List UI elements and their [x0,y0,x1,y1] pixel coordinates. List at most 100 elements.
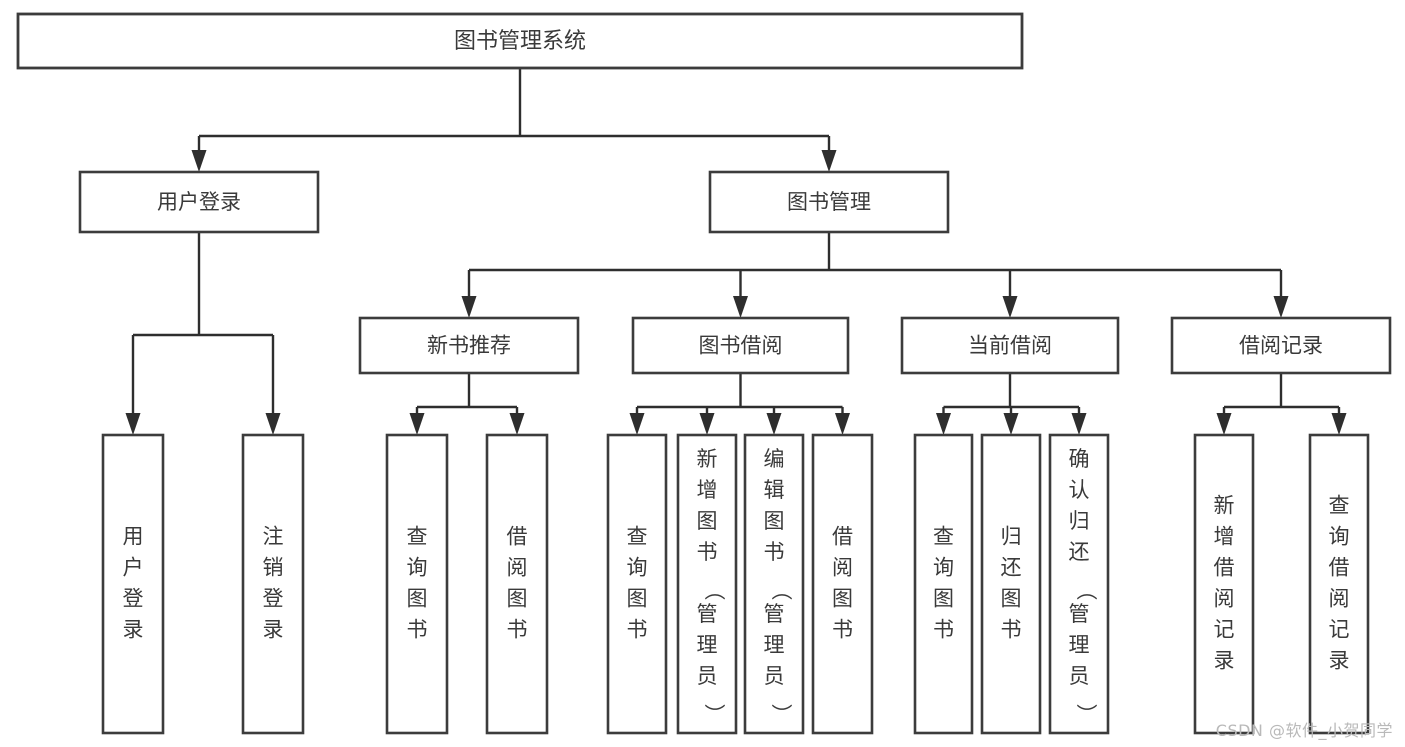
connector-arrowhead [1216,413,1232,435]
svg-text:管: 管 [697,602,718,626]
svg-text:管: 管 [1069,602,1090,626]
svg-text:书: 书 [832,618,853,642]
svg-text:图: 图 [832,587,853,611]
connector-arrowhead [1273,296,1289,318]
svg-text:员: 员 [764,664,785,688]
svg-text:书: 书 [933,618,954,642]
svg-text:图: 图 [407,587,428,611]
svg-text:登: 登 [123,587,144,611]
node-label-book-borrow: 图书借阅 [699,334,783,358]
svg-text:用: 用 [123,525,144,549]
node-box-leaf-query-book-3[interactable] [913,433,974,735]
svg-text:新: 新 [1214,494,1235,518]
svg-text:借: 借 [1329,556,1350,580]
node-box-leaf-borrow-book-2[interactable] [811,433,874,735]
svg-text:记: 记 [1214,618,1235,642]
svg-text:录: 录 [263,618,284,642]
csdn-watermark: CSDN @软件_小贺同学 [1215,721,1393,740]
svg-text:销: 销 [263,556,284,580]
connector-arrowhead [1002,296,1018,318]
svg-text:阅: 阅 [507,556,528,580]
node-box-new-book-rec[interactable] [358,316,580,375]
node-box-current-borrow[interactable] [900,316,1120,375]
connector-arrowhead [265,413,281,435]
svg-text:书: 书 [507,618,528,642]
node-box-leaf-user-login[interactable] [101,433,165,735]
connector-arrowhead [409,413,425,435]
svg-text:阅: 阅 [832,556,853,580]
node-box-leaf-add-book[interactable] [676,433,738,735]
svg-text:录: 录 [1214,649,1235,673]
node-label-root: 图书管理系统 [454,29,586,54]
svg-text:录: 录 [1329,649,1350,673]
svg-text:图: 图 [1001,587,1022,611]
node-box-book-borrow[interactable] [631,316,850,375]
connector-arrowhead [936,413,951,435]
svg-text:归: 归 [1069,509,1090,533]
node-box-leaf-query-book-2[interactable] [606,433,668,735]
svg-text:增: 增 [1214,525,1235,549]
node-box-leaf-add-record[interactable] [1193,433,1255,735]
svg-text:询: 询 [407,556,428,580]
svg-text:理: 理 [764,633,785,657]
node-box-root[interactable] [16,12,1024,70]
connector-arrowhead [629,413,645,435]
svg-text:书: 书 [764,540,785,564]
node-box-leaf-query-record[interactable] [1308,433,1370,735]
node-layer: 图书管理系统用户登录图书管理新书推荐图书借阅当前借阅借阅记录用户登录注销登录查询… [16,12,1392,735]
svg-text:借: 借 [832,525,853,549]
svg-text:确: 确 [1069,447,1090,471]
node-box-leaf-borrow-book-1[interactable] [485,433,549,735]
node-box-leaf-query-book-1[interactable] [385,433,449,735]
svg-text:查: 查 [933,525,954,549]
svg-text:阅: 阅 [1214,587,1235,611]
svg-text:询: 询 [627,556,648,580]
node-box-book-manage[interactable] [708,170,950,234]
node-label-leaf-user-login: 用户登录 [123,525,144,642]
node-label-new-book-rec: 新书推荐 [427,334,511,358]
svg-text:注: 注 [263,525,284,549]
svg-text:借: 借 [1214,556,1235,580]
connector-arrowhead [699,413,715,435]
node-box-leaf-return-book[interactable] [980,433,1042,735]
svg-text:）: ） [702,704,726,725]
svg-text:图: 图 [697,509,718,533]
svg-text:阅: 阅 [1329,587,1350,611]
svg-text:图: 图 [933,587,954,611]
node-label-current-borrow: 当前借阅 [968,334,1052,358]
node-label-borrow-record: 借阅记录 [1239,334,1323,358]
node-box-leaf-edit-book[interactable] [743,433,805,735]
svg-text:查: 查 [407,525,428,549]
node-box-user-login[interactable] [78,170,320,234]
svg-text:登: 登 [263,587,284,611]
node-box-borrow-record[interactable] [1170,316,1392,375]
connector-arrowhead [1331,413,1347,435]
svg-text:记: 记 [1329,618,1350,642]
node-box-leaf-confirm-return[interactable] [1048,433,1110,735]
svg-text:图: 图 [764,509,785,533]
svg-text:还: 还 [1069,540,1090,564]
svg-text:书: 书 [627,618,648,642]
svg-text:书: 书 [697,540,718,564]
node-box-leaf-logout[interactable] [241,433,305,735]
svg-text:）: ） [769,704,793,725]
svg-text:增: 增 [697,478,718,502]
svg-text:员: 员 [697,664,718,688]
svg-text:录: 录 [123,618,144,642]
connector-arrowhead [125,413,141,435]
svg-text:询: 询 [1329,525,1350,549]
svg-text:查: 查 [627,525,648,549]
node-label-user-login: 用户登录 [157,190,241,214]
svg-text:书: 书 [1001,618,1022,642]
connector-arrowhead [835,413,850,435]
connector-arrowhead [1003,413,1019,435]
